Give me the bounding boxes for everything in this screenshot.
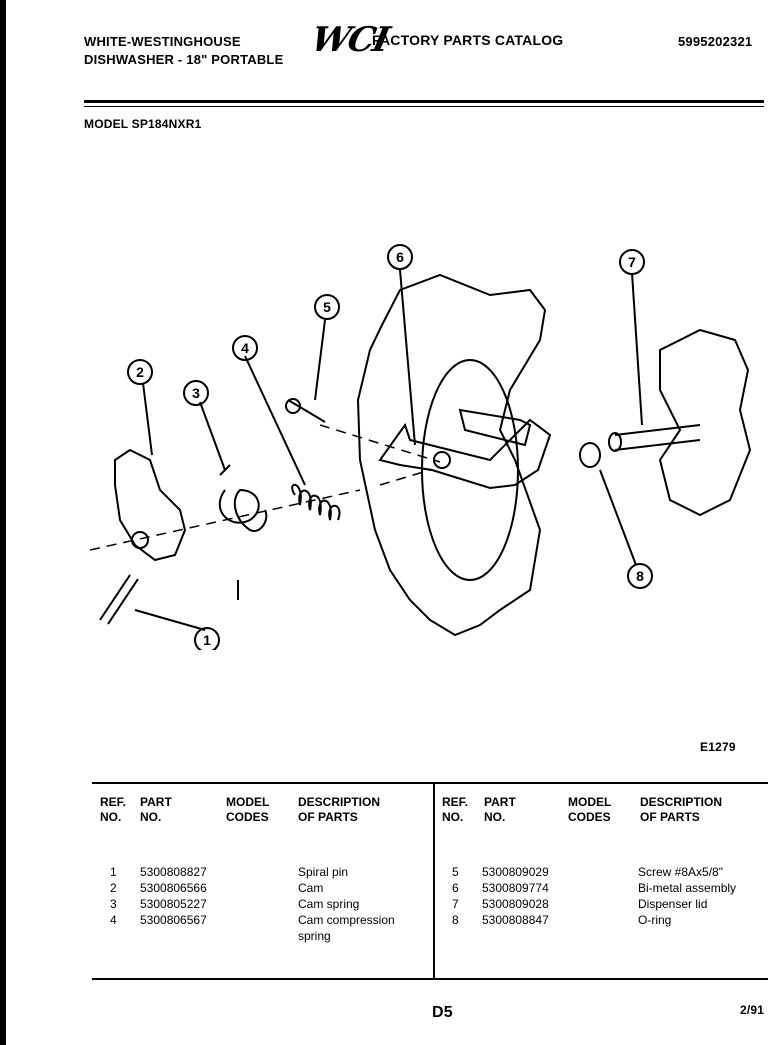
table-row: 8 xyxy=(452,913,459,927)
cam-compression-spring xyxy=(291,483,341,521)
scan-edge-bar xyxy=(0,0,6,1045)
table-row: 2 xyxy=(110,881,117,895)
table-row: 6 xyxy=(452,881,459,895)
left-part-col: 5300808827 5300806566 5300805227 5300806… xyxy=(140,865,207,927)
catalog-title: FACTORY PARTS CATALOG xyxy=(372,32,564,48)
callout-7: 7 xyxy=(628,254,636,270)
housing-opening xyxy=(421,359,519,581)
cam-spring xyxy=(218,464,268,600)
callout-8: 8 xyxy=(636,568,644,584)
header-rule-thin xyxy=(84,106,764,107)
exploded-parts-diagram: 1 2 3 4 5 6 7 8 xyxy=(89,244,752,650)
diagram-code: E1279 xyxy=(700,740,736,754)
bi-metal-assembly xyxy=(378,418,552,490)
product-name: DISHWASHER - 18" PORTABLE xyxy=(84,52,284,67)
table-row: 1 xyxy=(110,865,117,879)
cam xyxy=(114,448,187,562)
callout-3: 3 xyxy=(192,385,200,401)
right-desc-col: Screw #8Ax5/8" Bi-metal assembly Dispens… xyxy=(638,865,737,927)
left-ref-col: 1 2 3 4 xyxy=(110,864,117,928)
callout-4: 4 xyxy=(241,340,249,356)
spiral-pin xyxy=(99,574,139,625)
model-label: MODEL SP184NXR1 xyxy=(84,117,202,131)
table-divider xyxy=(433,784,435,978)
table-row: 3 xyxy=(110,897,117,911)
o-ring xyxy=(579,442,601,468)
screw xyxy=(287,399,326,423)
table-bottom-rule xyxy=(92,978,768,980)
catalog-number: 5995202321 xyxy=(678,34,753,49)
table-row: 5 xyxy=(452,865,459,879)
print-date: 2/91 xyxy=(740,1003,765,1017)
table-row: 4 xyxy=(110,913,117,927)
left-desc-col: Spiral pin Cam Cam spring Cam compressio… xyxy=(298,865,395,943)
right-ref-col: 5 6 7 8 xyxy=(452,864,459,928)
lid-pin xyxy=(614,424,701,451)
page-number: D5 xyxy=(432,1004,453,1021)
dispenser-lid xyxy=(658,328,752,517)
callout-5: 5 xyxy=(323,299,331,315)
header-rule xyxy=(84,100,764,103)
header-ref-right: REF.NO. xyxy=(442,795,469,824)
right-part-col: 5300809029 5300809774 5300809028 5300808… xyxy=(482,865,549,927)
brand-name: WHITE-WESTINGHOUSE xyxy=(84,34,241,49)
table-top-rule xyxy=(92,782,768,784)
header-ref: REF.NO. xyxy=(100,795,127,824)
table-row: 7 xyxy=(452,897,459,911)
callout-2: 2 xyxy=(136,364,144,380)
callout-1: 1 xyxy=(203,632,211,648)
callout-6: 6 xyxy=(396,249,404,265)
dispenser-housing xyxy=(356,273,547,637)
